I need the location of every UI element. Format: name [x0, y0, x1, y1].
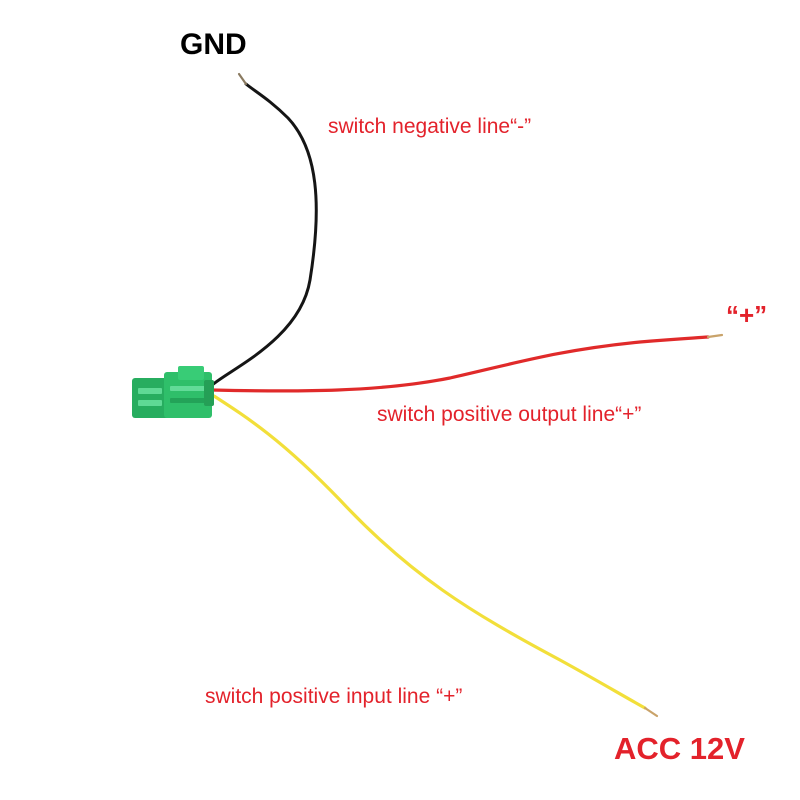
green-connector — [132, 366, 214, 418]
positive-tip-label: “+” — [726, 300, 768, 330]
black-wire — [209, 82, 318, 388]
red-wire-bare-tip — [706, 333, 724, 339]
positive-input-line-label: switch positive input line “+” — [205, 685, 463, 708]
yellow-wire — [212, 394, 647, 710]
gnd-label: GND — [180, 28, 247, 61]
black-wire-bare-tip — [237, 72, 248, 86]
negative-line-label: switch negative line“-” — [328, 115, 532, 138]
red-wire — [210, 335, 710, 393]
positive-output-line-label: switch positive output line“+” — [377, 403, 642, 426]
acc-12v-label: ACC 12V — [614, 731, 745, 766]
yellow-wire-bare-tip — [643, 706, 659, 718]
